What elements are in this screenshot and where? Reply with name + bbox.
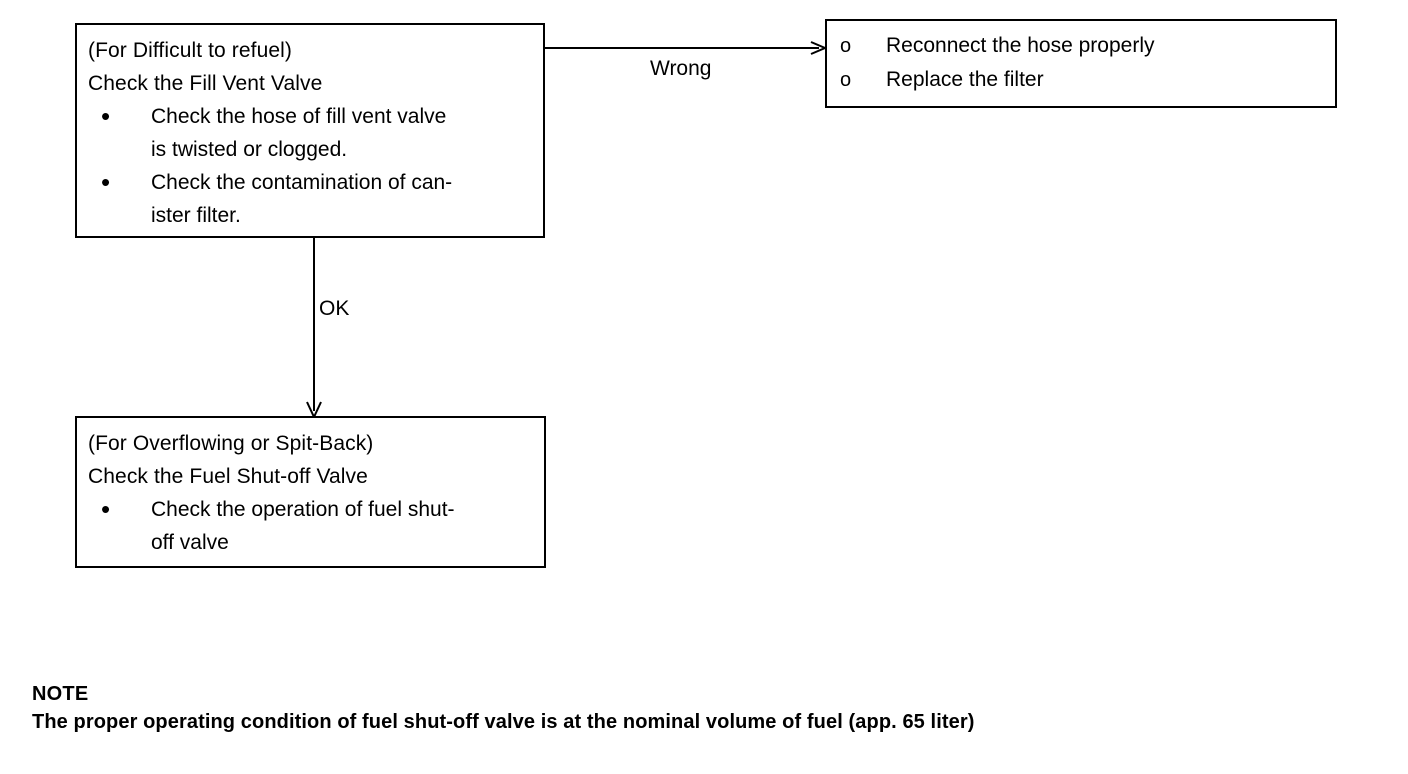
bullet-dot-icon: • [101, 167, 111, 197]
box-content: o Reconnect the hose properly o Replace … [827, 21, 1335, 97]
list-item-text: Check the operation of fuel shut- off va… [151, 493, 544, 559]
connector-arrow-ok [306, 238, 322, 418]
list-item: o Replace the filter [840, 63, 1335, 97]
list-item: • Check the operation of fuel shut- off … [88, 493, 544, 559]
connector-arrow-wrong [545, 41, 827, 55]
list-item-line: Check the hose of fill vent valve [151, 105, 447, 128]
bullet-dot-icon: • [101, 101, 111, 131]
box-heading-action: Check the Fuel Shut-off Valve [88, 465, 368, 488]
flow-box-wrong-actions: o Reconnect the hose properly o Replace … [825, 19, 1337, 108]
flow-box-fill-vent-valve: (For Difficult to refuel) Check the Fill… [75, 23, 545, 238]
list-item-text: Check the hose of fill vent valve is twi… [151, 100, 543, 166]
box-heading-condition: (For Difficult to refuel) [88, 39, 292, 62]
box-content: (For Difficult to refuel) Check the Fill… [77, 25, 543, 232]
list-item-text: Replace the filter [886, 68, 1044, 91]
list-item: • Check the hose of fill vent valve is t… [88, 100, 543, 166]
checklist: • Check the hose of fill vent valve is t… [88, 100, 543, 232]
list-item: o Reconnect the hose properly [840, 29, 1335, 63]
box-content: (For Overflowing or Spit-Back) Check the… [77, 418, 544, 559]
list-item-text: Check the contamination of can- ister fi… [151, 166, 543, 232]
action-list: o Reconnect the hose properly o Replace … [840, 29, 1335, 97]
list-item-line: ister filter. [151, 204, 241, 227]
connector-label-wrong: Wrong [650, 57, 712, 80]
list-item-line: off valve [151, 531, 229, 554]
list-item-line: Check the contamination of can- [151, 171, 453, 194]
connector-label-ok: OK [319, 297, 350, 320]
note-title: NOTE [32, 683, 89, 705]
flow-box-fuel-shutoff-valve: (For Overflowing or Spit-Back) Check the… [75, 416, 546, 568]
box-heading-action: Check the Fill Vent Valve [88, 72, 323, 95]
list-item-line: Check the operation of fuel shut- [151, 498, 455, 521]
bullet-circle-icon: o [840, 35, 852, 57]
box-heading-condition: (For Overflowing or Spit-Back) [88, 432, 374, 455]
list-item-line: is twisted or clogged. [151, 138, 348, 161]
bullet-circle-icon: o [840, 69, 852, 91]
note-text: The proper operating condition of fuel s… [32, 711, 975, 733]
bullet-dot-icon: • [101, 494, 111, 524]
list-item: • Check the contamination of can- ister … [88, 166, 543, 232]
note-block: NOTE The proper operating condition of f… [32, 681, 975, 738]
list-item-text: Reconnect the hose properly [886, 34, 1155, 57]
checklist: • Check the operation of fuel shut- off … [88, 493, 544, 559]
